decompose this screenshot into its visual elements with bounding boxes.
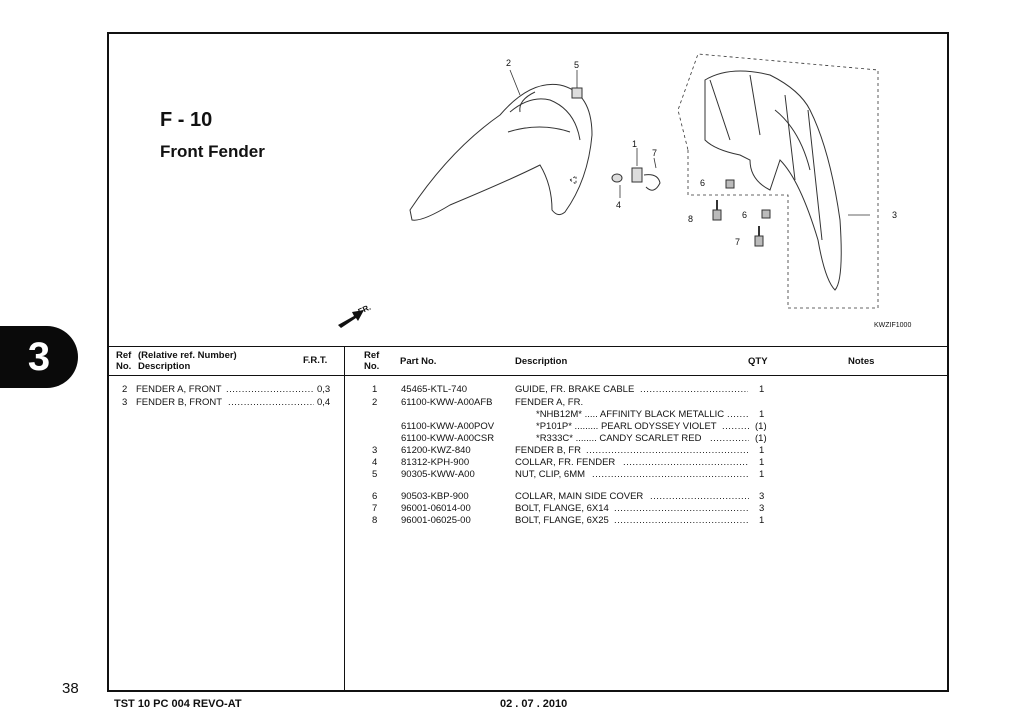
fender-a-drawing (409, 83, 593, 221)
right-header-notes: Notes (848, 356, 875, 367)
left-row-frt: 0,3 (317, 384, 331, 395)
right-header-qty: QTY (748, 356, 768, 367)
part-qty: 1 (759, 445, 765, 456)
fender-b-drawing (704, 70, 842, 291)
leader-dots: .............. (710, 433, 749, 444)
right-header-ref: Ref No. (364, 350, 380, 372)
collar-guide-part (611, 148, 661, 198)
part-description: *R333C* ........ CANDY SCARLET RED (536, 433, 702, 444)
figure-title: Front Fender (160, 142, 265, 161)
exploded-diagram: 2 5 1 7 6 4 8 6 3 7 (338, 53, 897, 328)
callout-6: 6 (700, 178, 705, 188)
table-divider (344, 346, 345, 692)
part-ref: 4 (372, 457, 378, 468)
part-description: BOLT, FLANGE, 6X25 (515, 515, 609, 526)
part-qty: 1 (759, 384, 765, 395)
callout-6b: 6 (742, 210, 747, 220)
part-description: *P101P* ......... PEARL ODYSSEY VIOLET (536, 421, 717, 432)
page-number: 38 (62, 680, 79, 697)
leader-dots: ........................................… (586, 445, 749, 456)
section-number: 3 (27, 334, 51, 379)
part-ref: 7 (372, 503, 378, 514)
part-number: 81312-KPH-900 (401, 457, 470, 468)
right-header-part-no: Part No. (400, 356, 437, 367)
leader-dots: ........................................… (226, 384, 314, 395)
left-row-desc: FENDER A, FRONT (136, 384, 222, 395)
part-number: 96001-06025-00 (401, 515, 471, 526)
right-header-description: Description (515, 356, 568, 367)
part-description: COLLAR, MAIN SIDE COVER (515, 491, 644, 502)
bolt-parts (712, 179, 870, 247)
part-qty: 3 (759, 503, 765, 514)
part-ref: 6 (372, 491, 378, 502)
part-description: COLLAR, FR. FENDER (515, 457, 616, 468)
part-qty: 1 (759, 409, 765, 420)
callout-1: 1 (632, 139, 637, 149)
part-qty: 1 (759, 469, 765, 480)
leader-dots: ........................................… (614, 503, 749, 514)
clip-nut-part (571, 70, 583, 99)
footer-document-code: TST 10 PC 004 REVO-AT (114, 698, 242, 710)
left-row-desc: FENDER B, FRONT (136, 397, 223, 408)
part-number: 61100-KWW-A00AFB (401, 397, 493, 408)
part-number: 90503-KBP-900 (401, 491, 469, 502)
callout-2: 2 (506, 58, 511, 68)
part-number: 96001-06014-00 (401, 503, 471, 514)
fr-arrow-shape (338, 310, 364, 328)
part-description: BOLT, FLANGE, 6X14 (515, 503, 609, 514)
callout-5: 5 (574, 60, 579, 70)
part-ref: 5 (372, 469, 378, 480)
part-qty: (1) (755, 433, 767, 444)
illustration-code: KWZIF1000 (874, 322, 912, 329)
table-header-rule (107, 375, 949, 376)
part-description: GUIDE, FR. BRAKE CABLE (515, 384, 635, 395)
leader-dots: .......... (727, 409, 749, 420)
left-header-ref: Ref No. (116, 350, 132, 372)
left-row-ref: 2 (122, 384, 128, 395)
part-qty: 1 (759, 515, 765, 526)
leader-dots: .......... (722, 421, 749, 432)
footer-date: 02 . 07 . 2010 (500, 698, 568, 710)
part-description: FENDER B, FR (515, 445, 581, 456)
part-ref: 1 (372, 384, 378, 395)
figure-code: F - 10 (160, 109, 213, 131)
leader-dots: ........................................… (592, 469, 749, 480)
table-top-rule (107, 346, 949, 347)
part-qty: (1) (755, 421, 767, 432)
part-qty: 3 (759, 491, 765, 502)
leader-dots: ........................................… (650, 491, 749, 502)
callout-7: 7 (652, 148, 657, 158)
callout-4: 4 (616, 200, 621, 210)
leader-dots: ........................................… (640, 384, 748, 395)
page-frame (107, 32, 949, 692)
part-number: 61200-KWZ-840 (401, 445, 471, 456)
leader-dots: ........................................… (228, 397, 314, 408)
part-number: 61100-KWW-A00CSR (401, 433, 495, 444)
part-description: NUT, CLIP, 6MM (515, 469, 586, 480)
part-ref: 8 (372, 515, 378, 526)
part-ref: 3 (372, 445, 378, 456)
left-row-frt: 0,4 (317, 397, 331, 408)
part-number: 90305-KWW-A00 (401, 469, 475, 480)
fender-b-outline-box (677, 53, 879, 309)
part-description: FENDER A, FR. (515, 397, 584, 408)
section-tab: 3 (0, 326, 78, 388)
callout-7b: 7 (735, 237, 740, 247)
left-row-ref: 3 (122, 397, 128, 408)
callout-8: 8 (688, 214, 693, 224)
leader-dots: ........................................… (623, 457, 749, 468)
left-header-description: (Relative ref. Number) Description (138, 350, 237, 372)
callout-3: 3 (892, 210, 897, 220)
part-number: 45465-KTL-740 (401, 384, 468, 395)
part-number: 61100-KWW-A00POV (401, 421, 495, 432)
part-ref: 2 (372, 397, 378, 408)
part-qty: 1 (759, 457, 765, 468)
part-description: *NHB12M* ..... AFFINITY BLACK METALLIC (536, 409, 725, 420)
leader-dots: ........................................… (614, 515, 749, 526)
left-header-frt: F.R.T. (303, 355, 328, 366)
